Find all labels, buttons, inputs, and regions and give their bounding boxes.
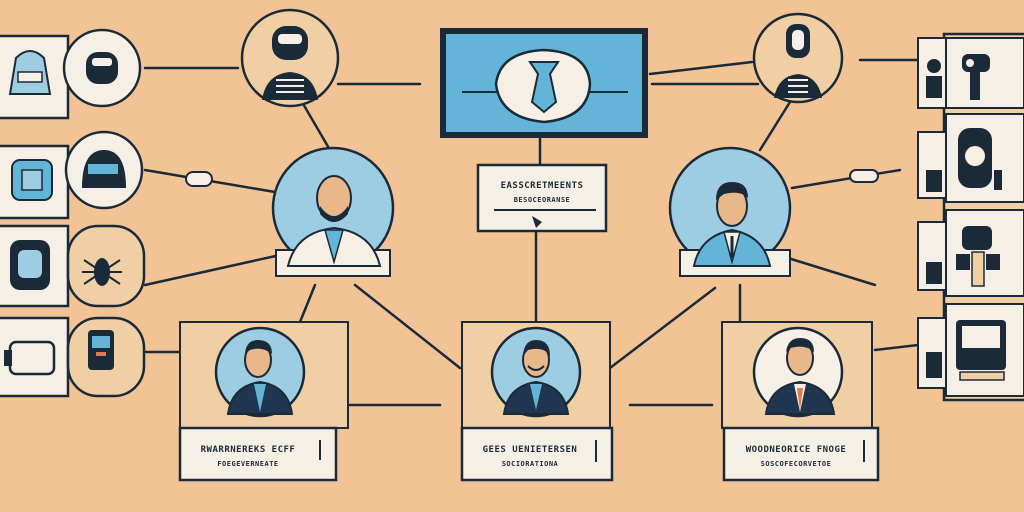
label-bottom-right: WOODNEORICE FNOGE SOSCOFECORVETOE [722, 426, 880, 482]
connector-line [790, 168, 902, 190]
walkie-talkie-icon [88, 330, 114, 370]
label-card [178, 426, 338, 482]
person-silhouette-icon [926, 262, 942, 284]
device-rail-left [0, 28, 146, 398]
device-rail-right [917, 32, 1024, 402]
connector-line [648, 60, 754, 76]
person-silhouette-icon [926, 59, 942, 98]
connector-line [353, 283, 462, 370]
connector-line [300, 100, 332, 152]
hairdryer-icon [962, 54, 990, 100]
device-card [917, 37, 1024, 109]
businessman-icon [226, 340, 294, 415]
headphones-icon [10, 240, 50, 290]
person-manager-right [721, 321, 873, 429]
robot-head-icon [8, 50, 52, 95]
camera-icon [4, 340, 56, 376]
connector-line [786, 256, 877, 287]
device-top-left [240, 8, 340, 108]
microphone-robot-icon [774, 24, 822, 98]
robot-bust-icon [262, 26, 318, 100]
device-card [0, 316, 146, 398]
watch-icon [958, 128, 1002, 190]
label-bottom-left: RWARRNEREKS ECFF FOEGEVERNEATE [178, 426, 338, 482]
label-card [460, 426, 614, 482]
label-line-1: WOODNEORICE FNOGE [746, 445, 847, 455]
necktie-icon [494, 48, 592, 124]
label-line-2: FOEGEVERNEATE [217, 460, 278, 468]
person-manager-center [461, 321, 611, 429]
device-card [917, 113, 1024, 203]
arrow-icon [532, 216, 542, 228]
label-line-1: RWARRNEREKS ECFF [201, 445, 296, 455]
smartwatch-icon [11, 159, 53, 201]
device-card [0, 224, 146, 308]
bald-person-icon [286, 175, 382, 267]
connector-line [298, 283, 317, 324]
person-silhouette-icon [926, 170, 942, 192]
label-top-center: EASSCRETMEENTS BESOCEORANSE [476, 163, 608, 233]
cable-plugs [185, 169, 879, 187]
device-card [917, 209, 1024, 297]
label-card [476, 163, 608, 233]
plug-icon [849, 169, 879, 183]
label-line-1: GEES UENIETERSEN [483, 445, 578, 455]
label-line-2: BESOCEORANSE [514, 196, 571, 204]
connector-line [608, 286, 717, 370]
label-card [722, 426, 880, 482]
person-executive-right [668, 146, 792, 277]
businessman-icon [764, 338, 836, 415]
helmet-icon [82, 150, 126, 188]
person-silhouette-icon [926, 352, 942, 378]
person-manager-left [179, 321, 349, 429]
monitor-icon [956, 320, 1006, 381]
connector-line [143, 253, 282, 287]
device-card [0, 28, 142, 120]
gadget-icon [956, 226, 1000, 287]
businessman-icon [692, 182, 772, 267]
businessman-icon [502, 340, 570, 415]
insect-icon [82, 258, 122, 286]
label-line-2: SOSCOFECORVETOE [761, 460, 832, 468]
label-bottom-center: GEES UENIETERSEN SOCIORATIONA [460, 426, 614, 482]
plug-icon [185, 171, 213, 187]
person-executive-bald [271, 146, 395, 277]
robot-bust-icon [86, 52, 118, 84]
device-top-right [752, 12, 844, 104]
central-monitor [440, 28, 648, 138]
device-card [0, 130, 144, 220]
label-line-1: EASSCRETMEENTS [501, 181, 584, 191]
device-card [917, 303, 1024, 397]
label-line-2: SOCIORATIONA [502, 460, 559, 468]
connector-line [873, 343, 920, 352]
connector-line [758, 100, 792, 152]
